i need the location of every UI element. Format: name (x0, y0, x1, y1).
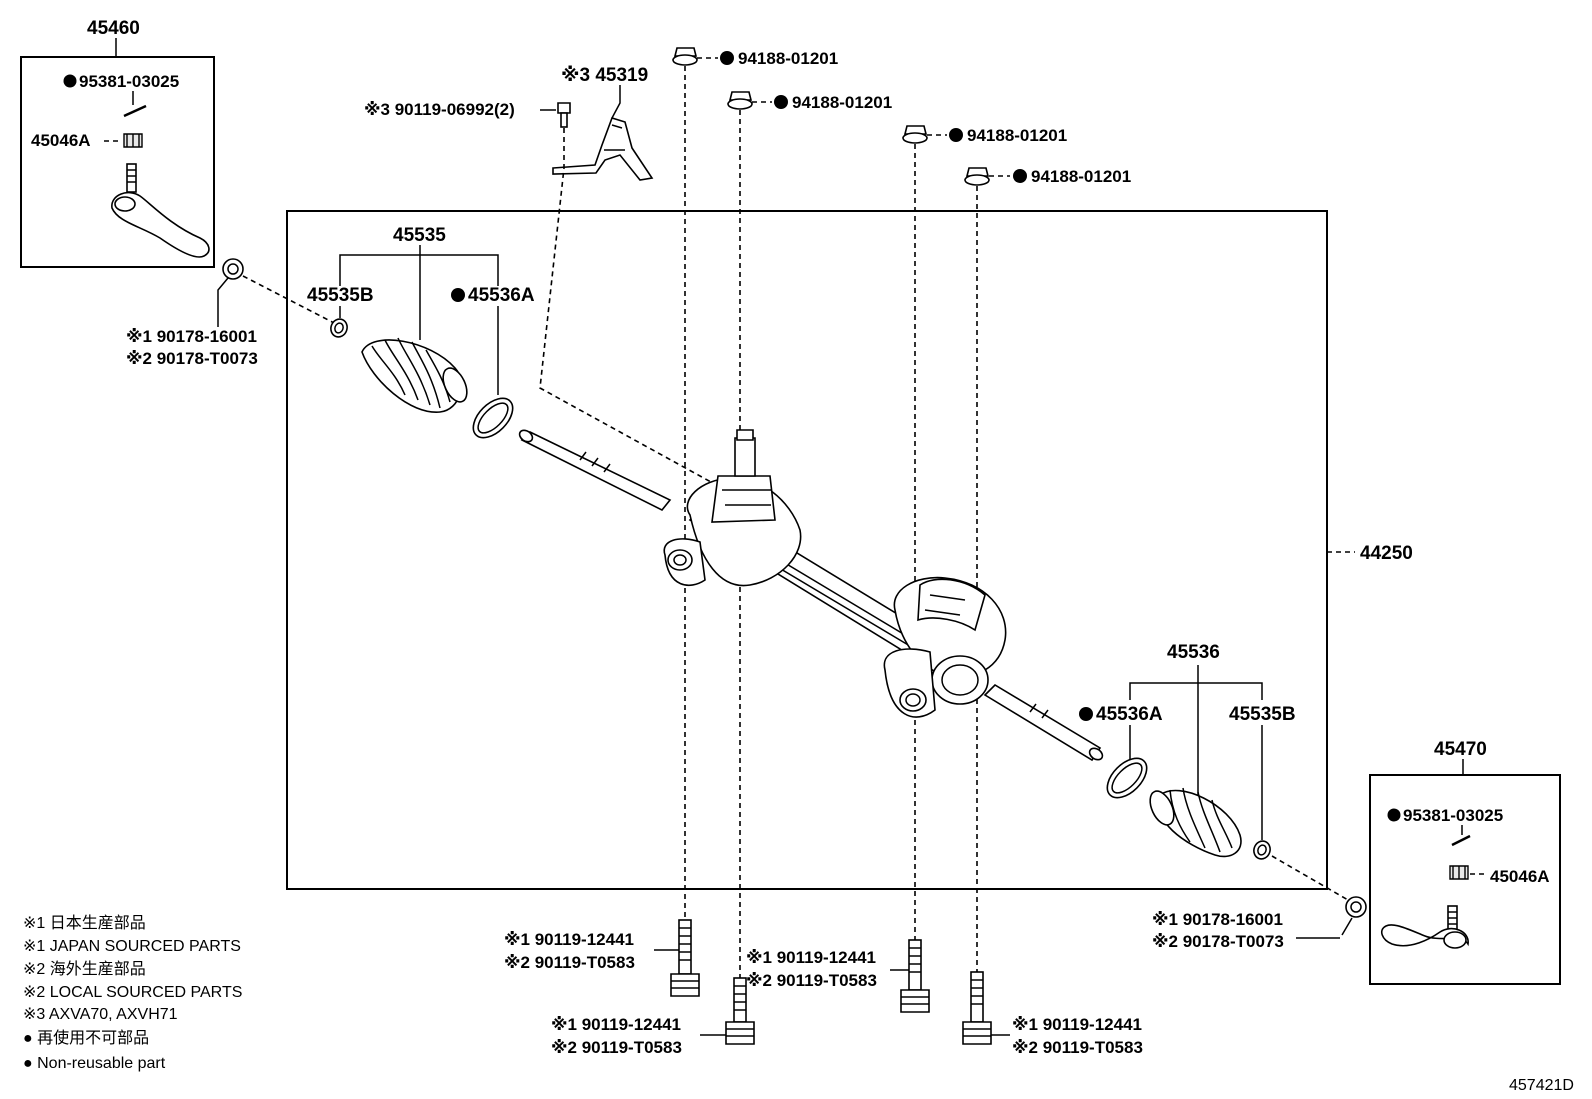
callout-clamp-left-b[interactable]: 45535B (307, 285, 374, 306)
callout-bolt-a-2[interactable]: ※2 90119-T0583 (504, 953, 635, 972)
callout-nut-left[interactable]: 45046A (31, 131, 91, 150)
non-reusable-marker (774, 95, 788, 109)
callout-clamp-right-a[interactable]: 45536A (1096, 704, 1163, 725)
callout-cotter-pin-right[interactable]: 95381-03025 (1403, 806, 1503, 825)
bolt-a-icon (670, 919, 700, 997)
non-reusable-marker (1079, 707, 1093, 721)
cotter-pin-right-icon (1451, 834, 1471, 847)
legend-line-4: ※2 LOCAL SOURCED PARTS (23, 984, 242, 1001)
callout-bolt-b-1[interactable]: ※1 90119-12441 (551, 1015, 681, 1034)
callout-nut-2[interactable]: 94188-01201 (792, 93, 892, 112)
callout-cotter-pin-left[interactable]: 95381-03025 (79, 72, 179, 91)
nut-1-icon (672, 47, 698, 66)
nut-2-icon (727, 91, 753, 110)
bracket-icon (552, 117, 654, 181)
tie-rod-end-right-icon (1380, 905, 1469, 949)
callout-bracket-group[interactable]: ※3 45319 (561, 65, 648, 86)
tie-rod-end-left-icon (111, 163, 210, 258)
legend-line-1: ※1 日本生産部品 (23, 914, 146, 932)
callout-clip-left-2[interactable]: ※2 90178-T0073 (126, 349, 258, 368)
callout-nut-4[interactable]: 94188-01201 (1031, 167, 1131, 186)
cotter-pin-left-icon (123, 104, 147, 118)
callout-clip-right-1[interactable]: ※1 90178-16001 (1152, 910, 1283, 929)
legend-line-2: ※1 JAPAN SOURCED PARTS (23, 938, 241, 955)
callout-clamp-right-b[interactable]: 45535B (1229, 704, 1296, 725)
clip-right-icon (1345, 896, 1367, 918)
castle-nut-right-icon (1449, 865, 1469, 880)
bolt-b-icon (725, 977, 755, 1045)
callout-nut-right[interactable]: 45046A (1490, 867, 1550, 886)
non-reusable-marker (720, 51, 734, 65)
clamp-left-large-icon (472, 397, 514, 439)
callout-45536[interactable]: 45536 (1167, 642, 1220, 663)
callout-bolt-a-1[interactable]: ※1 90119-12441 (504, 930, 634, 949)
castle-nut-left-icon (123, 133, 143, 148)
non-reusable-marker (1387, 808, 1401, 822)
nut-4-icon (964, 167, 990, 186)
callout-bolt-c-1[interactable]: ※1 90119-12441 (746, 948, 876, 967)
callout-45460[interactable]: 45460 (87, 18, 140, 39)
legend-line-6: ● 再使用不可部品 (23, 1029, 149, 1047)
bracket-bolt-icon (557, 102, 571, 128)
callout-44250[interactable]: 44250 (1360, 543, 1413, 564)
bolt-c-icon (900, 939, 930, 1013)
illustration-id: 457421D (1509, 1077, 1574, 1094)
callout-clip-right-2[interactable]: ※2 90178-T0073 (1152, 932, 1284, 951)
bolt-d-icon (962, 971, 992, 1045)
callout-45470[interactable]: 45470 (1434, 739, 1487, 760)
clamp-left-small-icon (330, 318, 348, 338)
clamp-right-large-icon (1106, 757, 1148, 799)
callout-nut-3[interactable]: 94188-01201 (967, 126, 1067, 145)
callout-bolt-d-1[interactable]: ※1 90119-12441 (1012, 1015, 1142, 1034)
callout-bolt-b-2[interactable]: ※2 90119-T0583 (551, 1038, 682, 1057)
nut-3-icon (902, 125, 928, 144)
callout-bolt-d-2[interactable]: ※2 90119-T0583 (1012, 1038, 1143, 1057)
tie-rod-right-frame (1369, 774, 1561, 985)
clip-left-icon (222, 258, 244, 280)
tie-rod-left-frame (20, 56, 215, 268)
legend-line-7: ● Non-reusable part (23, 1055, 166, 1072)
callout-bolt-c-2[interactable]: ※2 90119-T0583 (746, 971, 877, 990)
callout-clip-left-1[interactable]: ※1 90178-16001 (126, 327, 257, 346)
callout-clamp-left-a[interactable]: 45536A (468, 285, 535, 306)
non-reusable-marker (949, 128, 963, 142)
legend-line-3: ※2 海外生産部品 (23, 960, 146, 978)
callout-bracket-bolt[interactable]: ※3 90119-06992(2) (364, 100, 515, 119)
steering-rack-icon (518, 429, 1104, 762)
boot-left-icon (361, 337, 468, 413)
legend-line-5: ※3 AXVA70, AXVH71 (23, 1006, 178, 1023)
callout-nut-1[interactable]: 94188-01201 (738, 49, 838, 68)
gear-assy-frame (286, 210, 1328, 890)
boot-right-icon (1149, 787, 1242, 858)
non-reusable-marker (451, 288, 465, 302)
non-reusable-marker (63, 74, 77, 88)
callout-45535[interactable]: 45535 (393, 225, 446, 246)
clamp-right-small-icon (1253, 840, 1271, 860)
non-reusable-marker (1013, 169, 1027, 183)
